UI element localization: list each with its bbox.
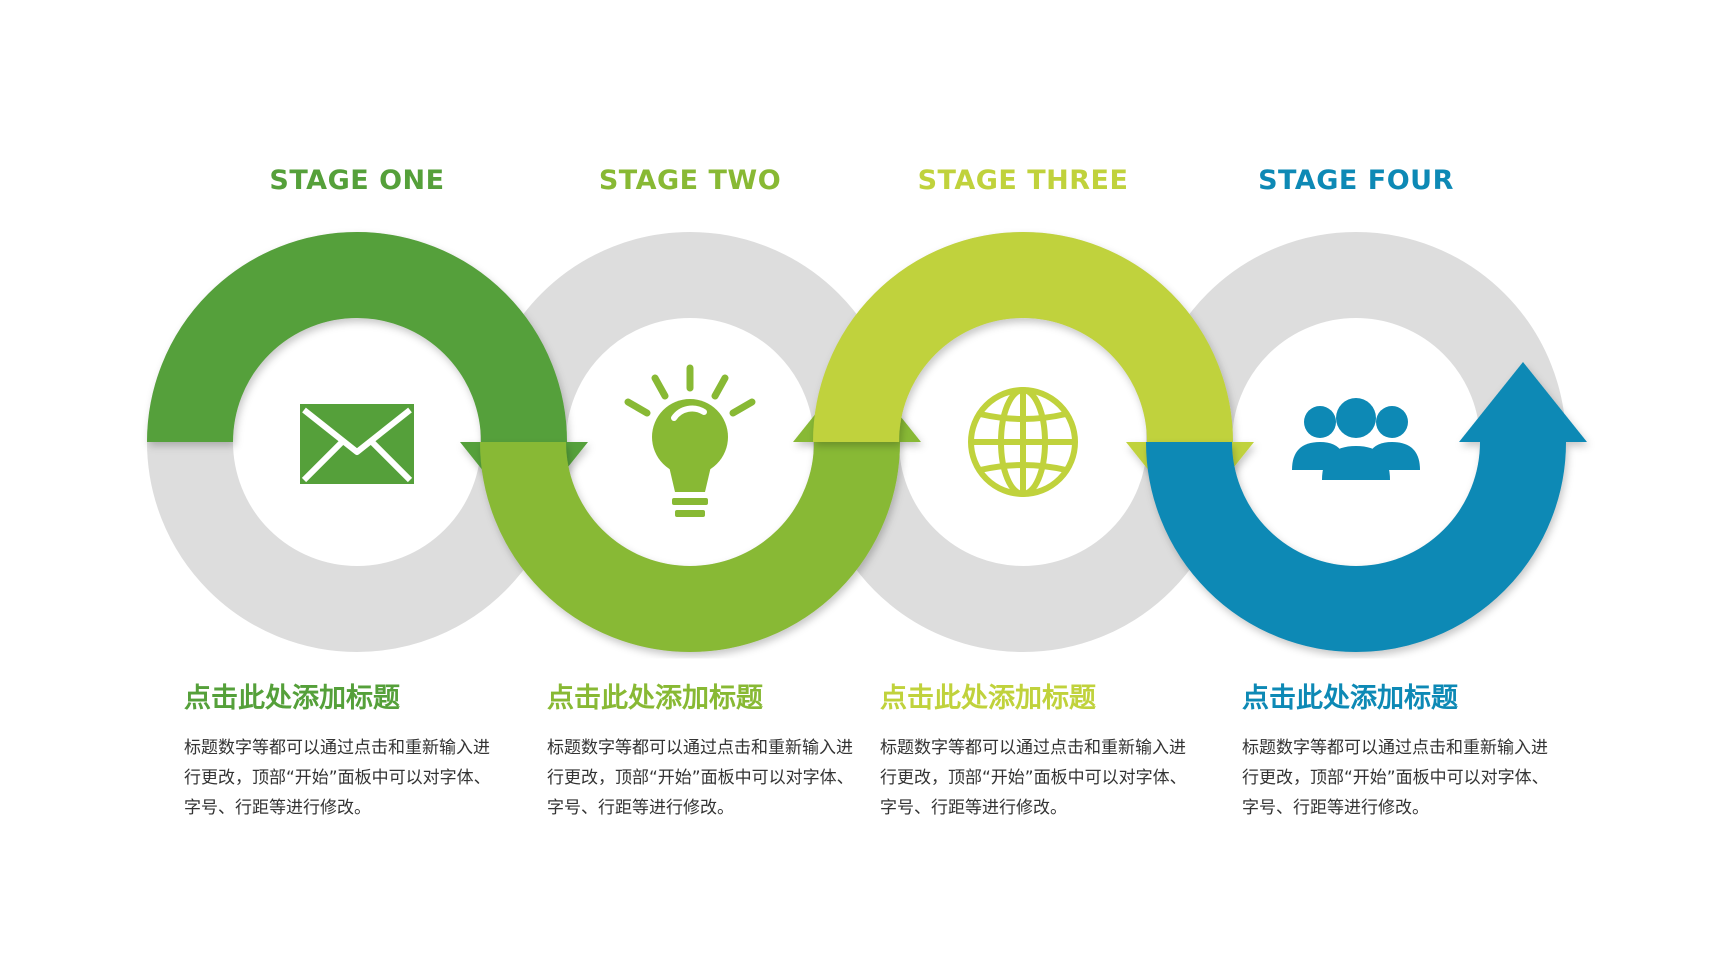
globe-icon [968, 387, 1078, 497]
stage-two-heading: 点击此处添加标题 [547, 683, 763, 714]
stage-three-body: 标题数字等都可以通过点击和重新输入进行更改，顶部“开始”面板中可以对字体、字号、… [880, 738, 1187, 818]
stage-four-arrow [1146, 362, 1587, 652]
stage-two-body: 标题数字等都可以通过点击和重新输入进行更改，顶部“开始”面板中可以对字体、字号、… [547, 738, 854, 818]
stage-one-label: STAGE ONE [269, 165, 445, 196]
stage-three-heading: 点击此处添加标题 [880, 683, 1096, 714]
stage-one-body: 标题数字等都可以通过点击和重新输入进行更改，顶部“开始”面板中可以对字体、字号、… [184, 738, 491, 818]
stage-four-body: 标题数字等都可以通过点击和重新输入进行更改，顶部“开始”面板中可以对字体、字号、… [1242, 738, 1549, 818]
stage-one-heading: 点击此处添加标题 [184, 683, 400, 714]
stage-three-label: STAGE THREE [917, 165, 1129, 196]
lightbulb-icon [624, 364, 756, 517]
stage-four-heading: 点击此处添加标题 [1242, 683, 1458, 714]
stage-two-label: STAGE TWO [598, 165, 782, 196]
people-icon [1292, 398, 1420, 480]
envelope-icon [300, 404, 414, 484]
stage-four-label: STAGE FOUR [1258, 165, 1454, 196]
